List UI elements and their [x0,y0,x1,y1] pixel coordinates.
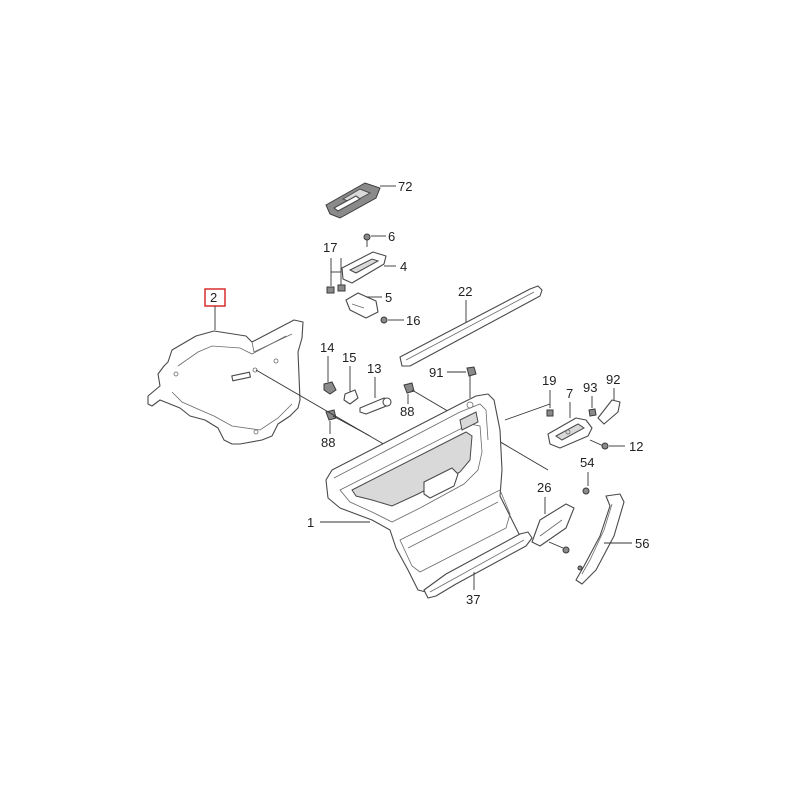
callout-19[interactable]: 19 [542,373,556,388]
part-72-window-switch [325,182,381,219]
part-56-trim-strip [575,493,625,585]
part-1-door-trim-panel [325,393,521,593]
part-93-clip [588,408,597,417]
part-16-screw [380,316,388,324]
callout-93[interactable]: 93 [583,380,597,395]
callout-56[interactable]: 56 [635,536,649,551]
callout-91[interactable]: 91 [429,365,443,380]
part-22-belt-molding [399,285,543,367]
callout-5[interactable]: 5 [385,290,392,305]
callout-1[interactable]: 1 [307,515,314,530]
part-17-clips [326,258,346,294]
part-37-lower-molding [423,531,533,599]
callout-4[interactable]: 4 [400,259,407,274]
part-15-rod-clip [343,389,359,405]
part-12-screw [601,442,609,450]
part-92-handle-cover [597,399,621,425]
part-14-clip [323,381,337,395]
callout-88-left[interactable]: 88 [321,435,335,450]
part-26-screw [548,541,570,554]
part-7-inside-handle [547,417,593,449]
callout-6[interactable]: 6 [388,229,395,244]
callout-7[interactable]: 7 [566,386,573,401]
part-13-handle-rod [359,397,392,415]
callout-37[interactable]: 37 [466,592,480,607]
part-5-bracket [345,292,379,319]
part-26-pull-cup [531,503,575,547]
callout-15[interactable]: 15 [342,350,356,365]
callout-26[interactable]: 26 [537,480,551,495]
callout-12[interactable]: 12 [629,439,643,454]
part-91-nut [466,366,477,377]
callout-2[interactable]: 2 [210,290,217,305]
part-6-screw [363,233,371,247]
part-54-screw [582,487,590,495]
callout-16[interactable]: 16 [406,313,420,328]
callout-92[interactable]: 92 [606,372,620,387]
callout-14[interactable]: 14 [320,340,334,355]
callout-72[interactable]: 72 [398,179,412,194]
part-2-water-deflector [147,319,304,445]
callout-54[interactable]: 54 [580,455,594,470]
callout-13[interactable]: 13 [367,361,381,376]
callout-88-right[interactable]: 88 [400,404,414,419]
callout-22[interactable]: 22 [458,284,472,299]
part-19-clip [546,409,554,417]
part-4-switch-bezel [341,251,387,284]
callout-17[interactable]: 17 [323,240,337,255]
part-88-clip-right [403,382,415,394]
